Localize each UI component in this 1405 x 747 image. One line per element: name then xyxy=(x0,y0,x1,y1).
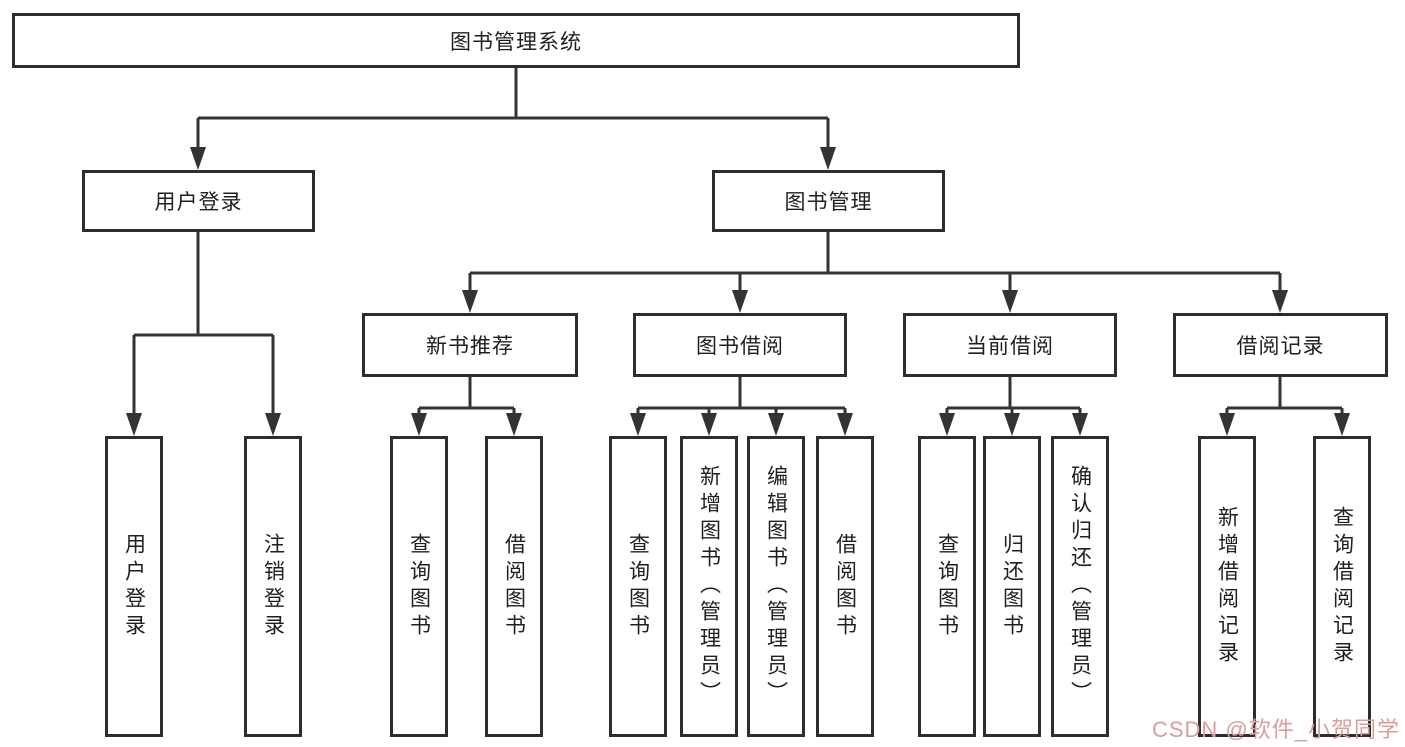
node-label: 当前借阅 xyxy=(966,335,1054,358)
leaf-query-books-recommend: 查询图书 xyxy=(390,436,448,737)
node-label: 借阅图书 xyxy=(833,532,857,641)
connector-path xyxy=(132,64,1344,417)
node-root: 图书管理系统 xyxy=(12,13,1020,68)
node-book-borrowing: 图书借阅 xyxy=(633,313,847,377)
watermark-csdn: CSDN @软件_小贺同学 xyxy=(1151,717,1400,742)
leaf-add-books-admin: 新增图书（管理员） xyxy=(680,436,738,737)
node-label: 新增图书（管理员） xyxy=(697,465,721,708)
leaf-query-books-borrow: 查询图书 xyxy=(609,436,667,737)
leaf-borrow-books-recommend: 借阅图书 xyxy=(485,436,543,737)
leaf-query-borrow-record: 查询借阅记录 xyxy=(1313,436,1371,737)
node-label: 注销登录 xyxy=(261,532,285,641)
arrowheads xyxy=(126,147,1350,436)
leaf-user-login: 用户登录 xyxy=(105,436,163,737)
node-label: 新增借阅记录 xyxy=(1215,505,1239,668)
node-current-borrowing: 当前借阅 xyxy=(903,313,1117,377)
leaf-add-borrow-record: 新增借阅记录 xyxy=(1198,436,1256,737)
leaf-return-books: 归还图书 xyxy=(983,436,1041,737)
node-label: 编辑图书（管理员） xyxy=(764,465,788,708)
node-label: 查询图书 xyxy=(935,532,959,641)
node-new-book-recommend: 新书推荐 xyxy=(362,313,578,377)
node-borrowing-records: 借阅记录 xyxy=(1173,313,1388,377)
node-label: 查询图书 xyxy=(626,532,650,641)
node-label: 查询借阅记录 xyxy=(1330,505,1354,668)
leaf-edit-books-admin: 编辑图书（管理员） xyxy=(747,436,805,737)
node-user-login: 用户登录 xyxy=(82,170,315,232)
leaf-confirm-return-admin: 确认归还（管理员） xyxy=(1051,436,1109,737)
leaf-borrow-books: 借阅图书 xyxy=(816,436,874,737)
node-label: 新书推荐 xyxy=(426,335,514,358)
node-label: 确认归还（管理员） xyxy=(1068,465,1092,708)
node-label: 归还图书 xyxy=(1000,532,1024,641)
node-label: 用户登录 xyxy=(154,191,243,214)
node-label: 图书借阅 xyxy=(696,335,784,358)
node-label: 图书管理 xyxy=(784,191,873,214)
node-label: 查询图书 xyxy=(407,532,431,641)
node-label: 用户登录 xyxy=(122,532,146,641)
node-book-management: 图书管理 xyxy=(712,170,945,232)
node-label: 图书管理系统 xyxy=(450,30,582,54)
leaf-logout-login: 注销登录 xyxy=(244,436,302,737)
node-label: 借阅记录 xyxy=(1236,335,1325,358)
leaf-query-books-current: 查询图书 xyxy=(918,436,976,737)
node-label: 借阅图书 xyxy=(502,532,526,641)
